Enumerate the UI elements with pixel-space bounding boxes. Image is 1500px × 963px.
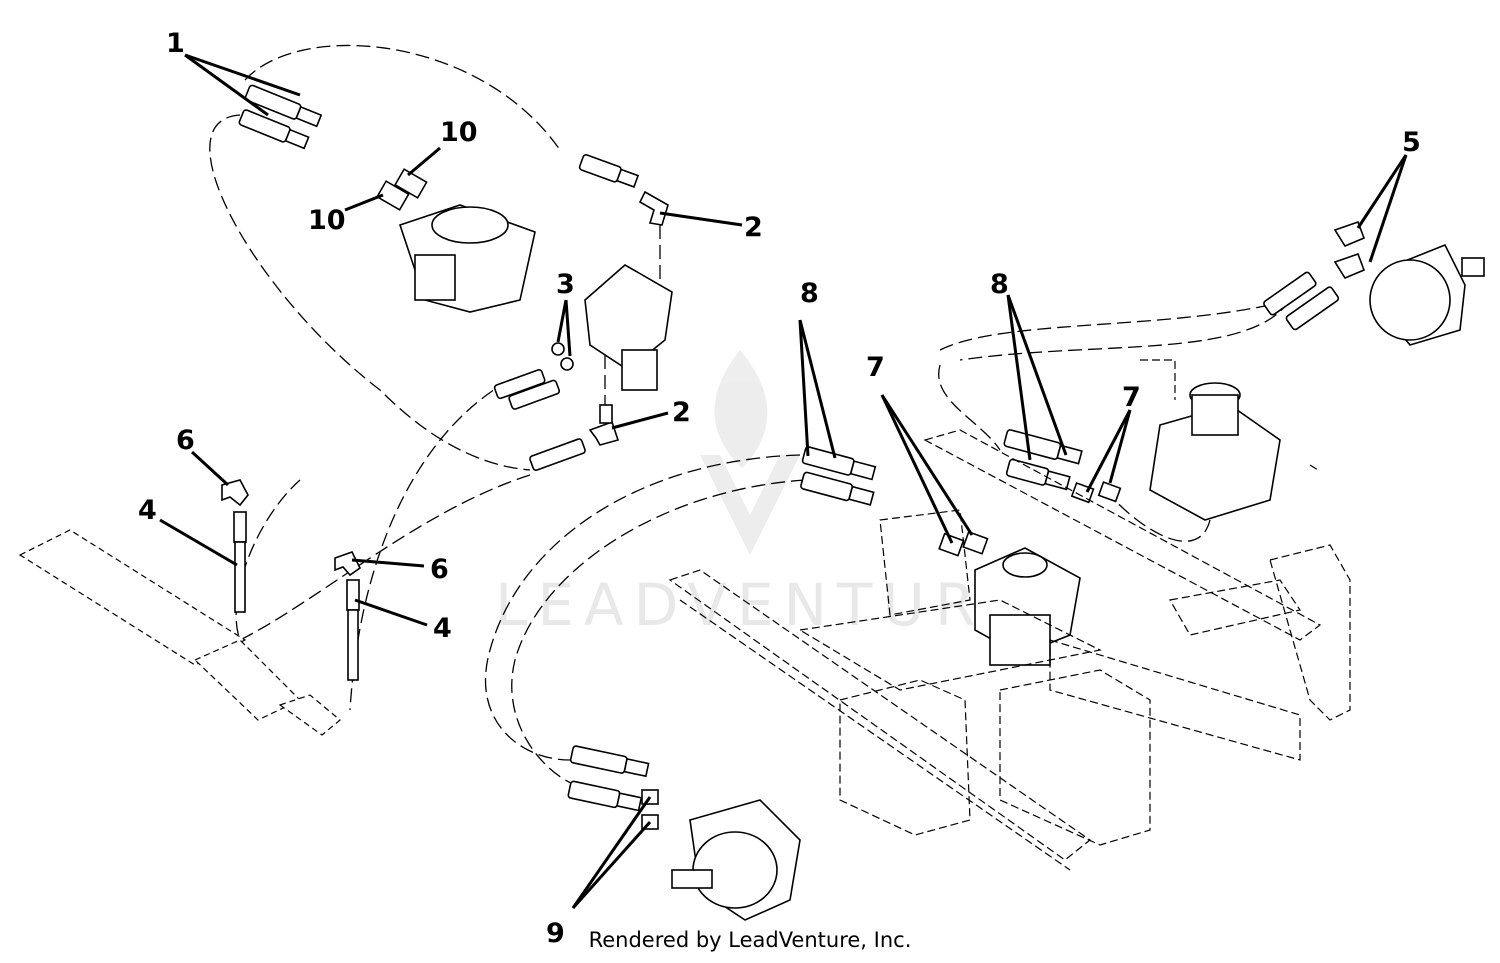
- hydraulic-pump-center: [974, 547, 1081, 666]
- hose-ends-9: [567, 745, 650, 812]
- tube-4a: [233, 511, 247, 613]
- callout-4-left: 4: [138, 495, 157, 526]
- hose-end-1a: [244, 84, 323, 128]
- fittings-7-right: [1070, 481, 1122, 504]
- callout-7-right: 7: [1122, 382, 1141, 413]
- fitting-10a: [394, 168, 428, 199]
- elbow-fittings-5: [1333, 220, 1366, 280]
- callout-6-left: 6: [176, 425, 195, 456]
- leadventure-watermark-logo: LEADVENTURE: [495, 350, 1032, 639]
- elbow-fitting-2b: [588, 404, 620, 446]
- fitting-10b: [376, 180, 410, 211]
- elbow-fitting-6a: [221, 479, 249, 507]
- callout-5: 5: [1402, 127, 1421, 158]
- callout-10-lower: 10: [308, 205, 346, 236]
- fitting-3b: [560, 357, 574, 371]
- callout-6-right: 6: [430, 554, 449, 585]
- hose-end-valve-left: [493, 368, 561, 410]
- callout-8-left: 8: [800, 278, 819, 309]
- callout-1: 1: [166, 28, 185, 59]
- hose-end-item2-lower: [529, 438, 586, 472]
- watermark-text: LEADVENTURE: [495, 571, 1032, 639]
- control-valve: [584, 264, 673, 391]
- wheel-motor-left: [671, 799, 801, 921]
- callout-10-upper: 10: [440, 117, 478, 148]
- fitting-3a: [551, 342, 565, 356]
- callout-9: 9: [546, 918, 565, 949]
- wheel-motor-right: [1369, 243, 1485, 346]
- elbow-fitting-2a: [638, 190, 669, 226]
- callout-3: 3: [556, 269, 575, 300]
- fittings-7-left: [938, 530, 989, 557]
- callout-7-left: 7: [866, 352, 885, 383]
- callout-labels: 1 10 10 2 3 2 5 6 4 6 4 8 8 7 7 9: [138, 28, 1421, 949]
- callout-2-lower: 2: [672, 397, 691, 428]
- callout-2-upper: 2: [744, 212, 763, 243]
- leader-lines: [159, 53, 1408, 910]
- callout-4-right: 4: [433, 613, 452, 644]
- hose-ends-5: [1263, 271, 1340, 331]
- hose-ends-8-right: [1003, 429, 1083, 491]
- hose-end-1b: [238, 109, 310, 150]
- hydraulic-pump-right: [1149, 382, 1281, 521]
- hose-ends-8-left: [800, 446, 877, 506]
- render-credit: Rendered by LeadVenture, Inc.: [588, 928, 912, 952]
- lift-cylinder: [18, 529, 341, 736]
- elbow-fitting-6b: [334, 551, 362, 577]
- hose-end-top-center: [578, 153, 640, 188]
- machine-frame: [668, 359, 1351, 871]
- callout-8-right: 8: [990, 269, 1009, 300]
- components-group: [18, 204, 1485, 921]
- hydraulic-pump-top: [398, 204, 536, 313]
- tube-4b: [346, 579, 360, 681]
